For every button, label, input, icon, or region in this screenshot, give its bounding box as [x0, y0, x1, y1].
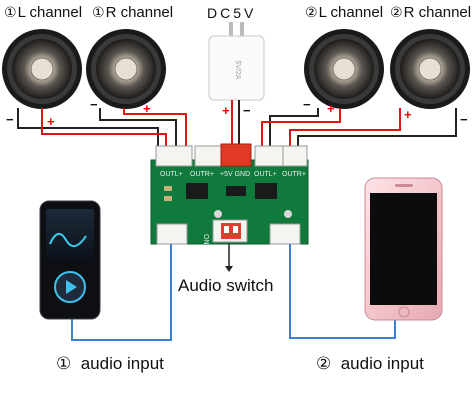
svg-text:5V/2A: 5V/2A — [234, 60, 241, 79]
sign-minus-3: − — [303, 97, 311, 112]
label-power: DC5V — [207, 5, 257, 21]
switch-pointer — [225, 266, 233, 272]
board-label-out2-left: OUTL+ — [254, 171, 277, 178]
board-label-power-pins: +5V GND — [220, 171, 250, 178]
sign-minus-4: − — [460, 112, 468, 127]
smartphone — [364, 177, 443, 321]
amplifier-board: OUTL+ OUTR+ +5V GND OUTL+ OUTR+ ON — [150, 143, 309, 245]
sign-minus-2: − — [90, 97, 98, 112]
label-audio-switch: Audio switch — [178, 276, 274, 295]
label-ch1-right: ①R channel — [92, 4, 174, 21]
speaker-2-left — [304, 29, 384, 109]
mp3-player — [39, 200, 101, 320]
board-label-out1-left: OUTL+ — [160, 171, 183, 178]
board-label-dip: ON — [202, 234, 209, 245]
sign-minus-1: − — [6, 112, 14, 127]
speaker-1-left — [2, 29, 82, 109]
sign-plus-2: + — [143, 101, 151, 116]
label-input-1: ① audio input — [56, 354, 164, 373]
speaker-1-right — [86, 29, 166, 109]
label-input-2: ② audio input — [316, 354, 424, 373]
sign-plus-1: + — [47, 114, 55, 129]
label-ch1-left: ①L channel — [4, 4, 83, 21]
sign-plus-4: + — [404, 107, 412, 122]
usb-power-adapter: 5V/2A — [208, 22, 265, 101]
label-ch2-left: ②L channel — [305, 4, 384, 21]
board-label-out2-right: OUTR+ — [282, 171, 306, 178]
label-ch2-right: ②R channel — [390, 4, 472, 21]
audio-input-wires — [71, 244, 396, 341]
speaker-wires — [17, 100, 457, 150]
sign-plus-3: + — [327, 101, 335, 116]
board-label-out1-right: OUTR+ — [190, 171, 214, 178]
sign-minus-power: − — [243, 103, 251, 118]
sign-plus-power: + — [222, 103, 230, 118]
speaker-2-right — [390, 29, 470, 109]
